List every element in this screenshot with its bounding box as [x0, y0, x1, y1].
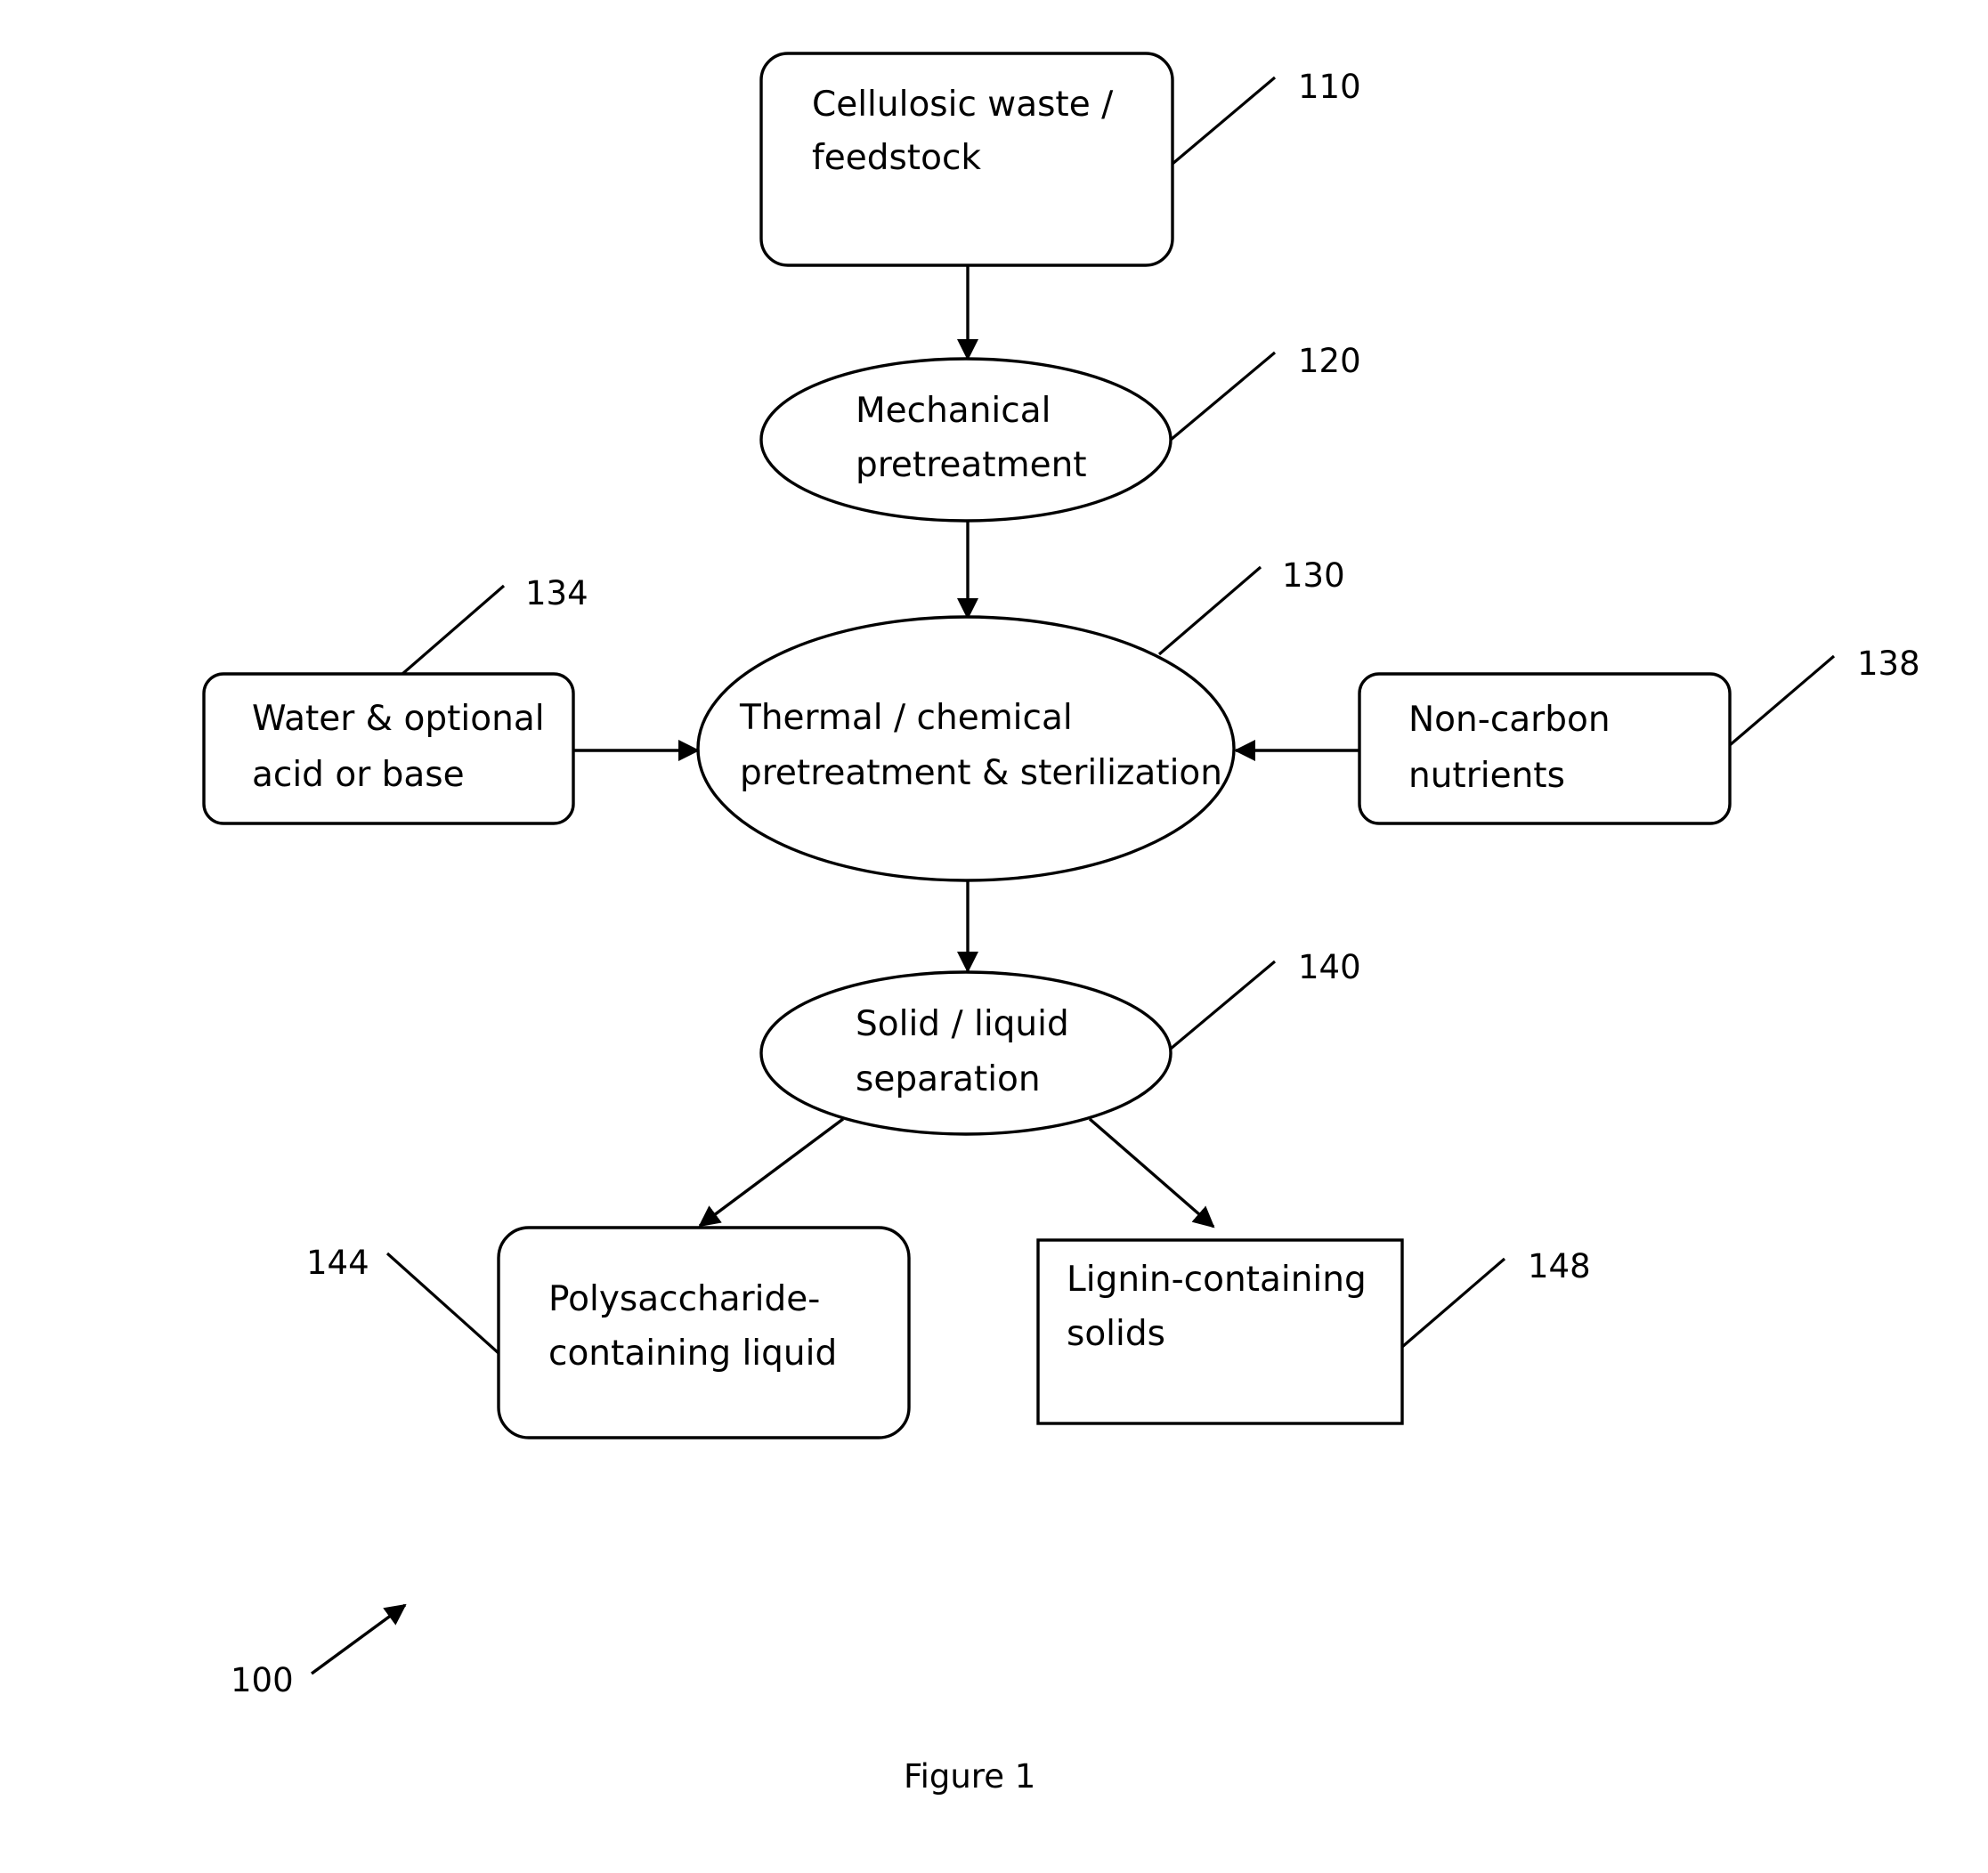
separation-ref-number: 140 — [1298, 948, 1361, 986]
thermal-ref-number: 130 — [1282, 556, 1345, 595]
feedstock-ref-number: 110 — [1298, 68, 1361, 106]
nutrients-leader-line — [1730, 656, 1834, 745]
solids-leader-line — [1402, 1259, 1505, 1347]
mechanical-node: Mechanical pretreatment — [761, 359, 1171, 521]
liquid-box — [499, 1228, 909, 1438]
mechanical-ellipse — [761, 359, 1171, 521]
water-label-line2: acid or base — [252, 755, 465, 795]
separation-ellipse — [761, 972, 1171, 1134]
separation-label-line1: Solid / liquid — [856, 1004, 1069, 1044]
separation-node: Solid / liquid separation — [761, 972, 1171, 1134]
thermal-ellipse — [698, 617, 1234, 880]
solids-ref-number: 148 — [1528, 1247, 1591, 1285]
solids-label-line2: solids — [1067, 1314, 1165, 1354]
nutrients-node: Non-carbon nutrients — [1359, 674, 1730, 823]
solids-node: Lignin-containing solids — [1038, 1240, 1402, 1423]
thermal-leader-line — [1159, 567, 1261, 654]
process-ref-arrow — [312, 1605, 405, 1674]
liquid-label-line2: containing liquid — [548, 1334, 837, 1374]
water-ref-number: 134 — [525, 574, 588, 612]
water-box — [204, 674, 573, 823]
nutrients-ref-number: 138 — [1857, 645, 1920, 683]
thermal-node: Thermal / chemical pretreatment & steril… — [698, 617, 1234, 880]
mechanical-ref-number: 120 — [1298, 342, 1361, 380]
water-label-line1: Water & optional — [252, 699, 545, 739]
separation-leader-line — [1171, 961, 1275, 1049]
liquid-label-line1: Polysaccharide- — [548, 1279, 820, 1319]
feedstock-label-line2: feedstock — [812, 138, 981, 178]
thermal-label-line2: pretreatment & sterilization — [740, 753, 1222, 793]
arrow-separation-to-solids — [1090, 1119, 1213, 1227]
mechanical-label-line1: Mechanical — [856, 391, 1051, 431]
mechanical-leader-line — [1171, 353, 1275, 440]
water-node: Water & optional acid or base — [204, 674, 573, 823]
nutrients-label-line1: Non-carbon — [1408, 700, 1611, 740]
feedstock-leader-line — [1173, 77, 1275, 164]
arrow-separation-to-liquid — [700, 1119, 843, 1226]
liquid-leader-line — [387, 1253, 499, 1353]
liquid-ref-number: 144 — [306, 1244, 369, 1282]
solids-label-line1: Lignin-containing — [1067, 1260, 1367, 1300]
process-ref-number: 100 — [231, 1661, 294, 1699]
feedstock-label-line1: Cellulosic waste / — [812, 85, 1114, 125]
figure-caption: Figure 1 — [904, 1757, 1035, 1796]
nutrients-label-line2: nutrients — [1408, 756, 1565, 796]
feedstock-node: Cellulosic waste / feedstock — [761, 53, 1173, 265]
separation-label-line2: separation — [856, 1059, 1041, 1099]
nutrients-box — [1359, 674, 1730, 823]
thermal-label-line1: Thermal / chemical — [739, 698, 1073, 738]
mechanical-label-line2: pretreatment — [856, 445, 1087, 485]
water-leader-line — [402, 586, 504, 674]
liquid-node: Polysaccharide- containing liquid — [499, 1228, 909, 1438]
